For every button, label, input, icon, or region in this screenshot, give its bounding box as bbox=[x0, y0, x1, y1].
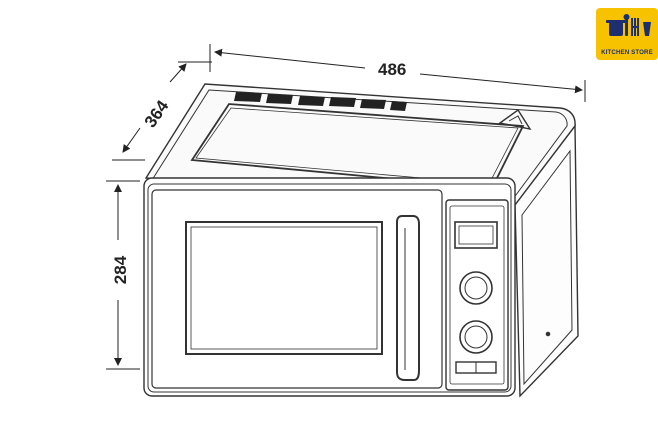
display-screen bbox=[454, 221, 498, 249]
vent-slots bbox=[234, 92, 407, 111]
power-knob bbox=[459, 320, 493, 354]
timer-knob bbox=[459, 271, 493, 305]
kitchen-store-logo: KITCHEN STORE bbox=[596, 8, 658, 60]
depth-label: 364 bbox=[141, 96, 173, 131]
depth-dimension bbox=[112, 61, 212, 161]
logo-text: KITCHEN STORE bbox=[601, 49, 653, 56]
width-label: 486 bbox=[378, 60, 406, 79]
warning-triangle-icon bbox=[498, 108, 532, 131]
width-dimension bbox=[209, 44, 586, 102]
control-panel bbox=[445, 199, 509, 391]
microwave-oven bbox=[143, 83, 579, 398]
door-window bbox=[185, 221, 383, 355]
height-dimension bbox=[106, 180, 140, 370]
height-label: 284 bbox=[111, 255, 130, 284]
door-handle bbox=[396, 215, 420, 381]
side-panel bbox=[514, 123, 579, 398]
cookware-utensils-icon bbox=[606, 14, 651, 36]
front-panel bbox=[143, 177, 516, 397]
door bbox=[151, 189, 443, 389]
